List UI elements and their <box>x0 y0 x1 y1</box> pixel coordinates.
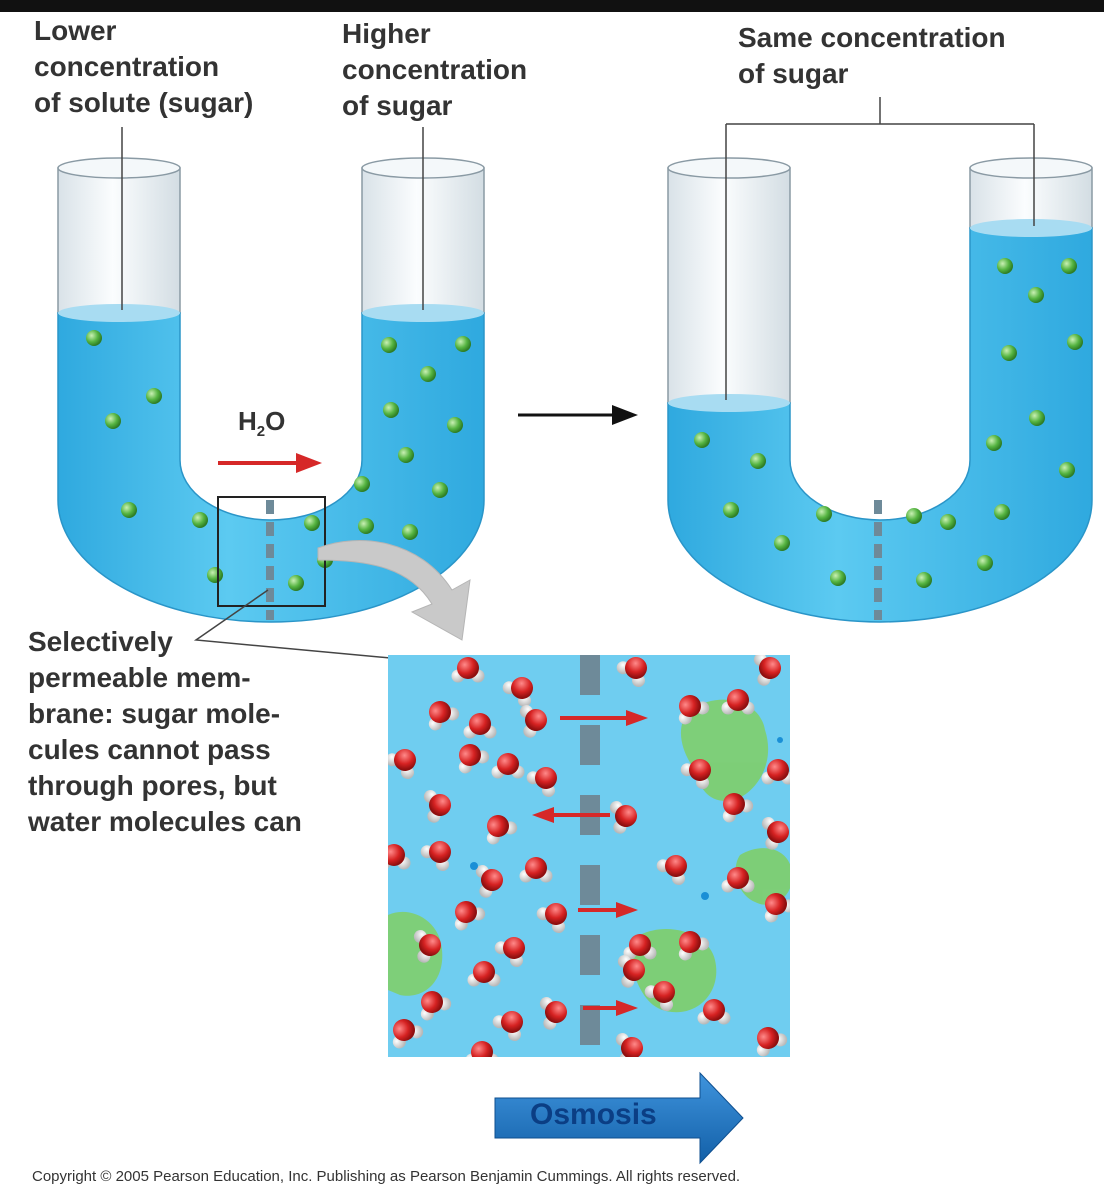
right-tube-water <box>667 227 1093 623</box>
red-right-arrow-icon <box>218 453 322 473</box>
water-molecule <box>615 1033 643 1057</box>
water-molecule <box>458 744 490 774</box>
copyright-notice: Copyright © 2005 Pearson Education, Inc.… <box>32 1168 741 1185</box>
water-molecule <box>526 767 557 798</box>
water-molecule <box>466 1041 498 1057</box>
membrane-description-label: Selectively permeable mem- brane: sugar … <box>28 626 302 837</box>
water-molecule <box>609 801 637 834</box>
water-molecule <box>519 705 547 738</box>
zoom-panel <box>388 655 790 1095</box>
blue-right-arrow-icon <box>494 1071 744 1165</box>
water-molecule <box>463 713 497 739</box>
lower-concentration-label: Lower concentration of solute (sugar) <box>34 15 254 118</box>
higher-concentration-label: Higher concentration of sugar <box>342 18 528 121</box>
water-molecule <box>494 937 525 968</box>
water-molecule <box>722 793 754 823</box>
same-concentration-label: Same concentration of sugar <box>738 22 1006 89</box>
water-molecule <box>491 753 525 779</box>
right-tube-glass-left <box>667 167 791 404</box>
osmosis-label: Osmosis <box>530 1098 657 1131</box>
water-molecule <box>392 1019 424 1049</box>
water-molecule <box>761 817 789 850</box>
water-molecule <box>721 867 755 893</box>
water-molecule <box>486 815 518 845</box>
water-molecule <box>536 903 567 934</box>
water-molecule <box>454 901 486 931</box>
water-molecule <box>623 934 657 960</box>
water-molecule <box>423 790 451 823</box>
water-molecule <box>764 893 790 923</box>
water-molecule <box>756 1027 788 1057</box>
water-molecule <box>502 677 533 708</box>
water-molecule <box>388 844 411 870</box>
right-sugar-molecules <box>694 258 1083 588</box>
water-molecule <box>428 701 460 731</box>
zoom-red-arrows <box>532 710 648 1016</box>
water-molecule <box>475 865 503 898</box>
h2o-subscript: 2 <box>256 423 266 441</box>
left-sugar-molecules <box>86 330 471 591</box>
water-molecule <box>544 1069 577 1095</box>
same-concentration-bracket <box>725 97 1035 400</box>
right-u-tube <box>667 157 1093 623</box>
water-molecule <box>413 930 441 963</box>
water-molecule <box>519 857 553 883</box>
top-border <box>0 0 1104 12</box>
water-molecule <box>451 657 485 683</box>
h2o-label: H2O <box>238 406 285 440</box>
water-molecule <box>753 655 781 686</box>
curved-zoom-arrow-icon <box>317 540 471 641</box>
water-molecule <box>678 695 710 725</box>
h2o-h: H <box>238 406 257 436</box>
water-molecule <box>539 997 567 1030</box>
water-molecule <box>680 759 711 790</box>
water-molecule <box>388 749 416 780</box>
water-molecule <box>420 841 451 872</box>
black-right-arrow-icon <box>518 405 638 425</box>
water-molecule <box>616 657 647 688</box>
water-molecule <box>697 999 731 1025</box>
water-molecule <box>492 1011 523 1042</box>
left-tube-glass-left <box>57 167 181 314</box>
water-molecule <box>644 981 675 1012</box>
water-molecules <box>388 655 790 1095</box>
water-molecule <box>761 759 790 785</box>
water-molecule <box>617 955 645 988</box>
water-molecule <box>467 961 501 987</box>
water-molecule <box>721 689 755 715</box>
water-molecule <box>678 931 710 961</box>
h2o-o: O <box>265 406 286 436</box>
water-molecule <box>656 855 687 886</box>
water-molecule <box>420 991 452 1021</box>
